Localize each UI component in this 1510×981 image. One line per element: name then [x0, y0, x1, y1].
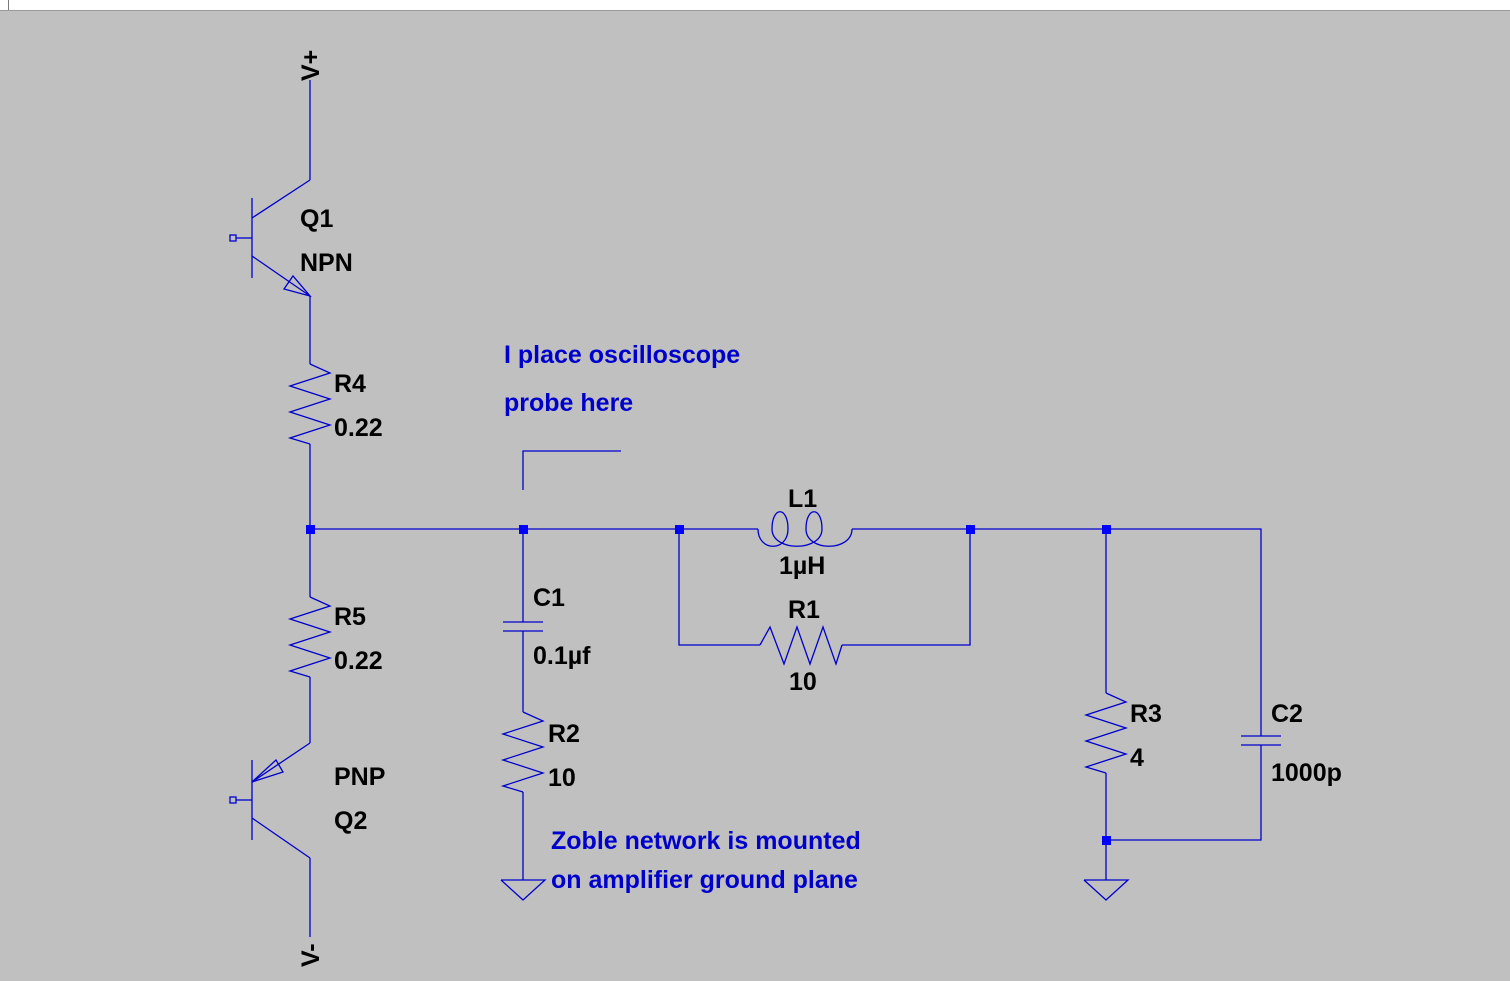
r3-resistor[interactable]	[1083, 529, 1129, 880]
load-bus-wire[interactable]	[970, 528, 1262, 736]
window-corner-mark	[8, 0, 9, 10]
l1-coil	[757, 511, 853, 547]
l1-inductor[interactable]	[757, 511, 970, 547]
probe-note-line1: I place oscilloscope	[504, 341, 740, 369]
r2-value-label: 10	[548, 764, 576, 792]
r3-zigzag	[1083, 692, 1129, 774]
q2-base-pin[interactable]	[229, 796, 237, 804]
c2-value-label: 1000p	[1271, 759, 1342, 787]
r5-resistor[interactable]	[287, 529, 333, 743]
r4-resistor[interactable]	[287, 296, 333, 529]
r4-ref-label: R4	[334, 370, 366, 398]
junction-load-top[interactable]	[1102, 525, 1111, 534]
r1-zigzag	[759, 625, 843, 667]
zobel-note-line2: on amplifier ground plane	[551, 866, 858, 894]
q2-pnp-transistor[interactable]	[229, 742, 311, 937]
q1-emitter-arrow	[282, 274, 312, 298]
r5-zigzag	[287, 596, 333, 678]
junction-l1-left[interactable]	[675, 525, 684, 534]
r2-resistor[interactable]	[500, 711, 546, 880]
c2-ref-label: C2	[1271, 700, 1303, 728]
junction-probe-node[interactable]	[519, 525, 528, 534]
c1-capacitor[interactable]	[503, 529, 543, 712]
r1-resistor[interactable]	[678, 529, 971, 667]
q2-emitter-arrow	[251, 758, 284, 783]
c1-ref-label: C1	[533, 584, 565, 612]
q2-type-label: PNP	[334, 763, 385, 791]
r2-ref-label: R2	[548, 720, 580, 748]
junction-output-node[interactable]	[306, 525, 315, 534]
window-top-edge	[0, 0, 1510, 11]
q1-emitter-lead	[251, 255, 311, 297]
r1-left-wire	[678, 529, 760, 646]
probe-note-line2: probe here	[504, 389, 633, 417]
c2-bottom-wire	[1106, 745, 1262, 841]
r3-value-label: 4	[1130, 744, 1144, 772]
r3-ref-label: R3	[1130, 700, 1162, 728]
probe-marker-line	[522, 450, 621, 490]
q2-ref-label: Q2	[334, 807, 367, 835]
q1-ref-label: Q1	[300, 205, 333, 233]
v-minus-label: V-	[297, 943, 325, 967]
q2-emitter-lead	[251, 742, 311, 783]
junction-l1-right[interactable]	[966, 525, 975, 534]
q1-base-pin[interactable]	[229, 234, 237, 242]
r5-value-label: 0.22	[334, 647, 383, 675]
c2-capacitor[interactable]	[1106, 735, 1281, 841]
r4-value-label: 0.22	[334, 414, 383, 442]
ground-symbol-zobel[interactable]	[500, 879, 547, 901]
q1-type-label: NPN	[300, 249, 353, 277]
r1-right-wire	[842, 529, 971, 646]
r5-ref-label: R5	[334, 603, 366, 631]
zobel-note-line1: Zoble network is mounted	[551, 827, 861, 855]
l1-ref-label: L1	[788, 485, 817, 513]
q2-collector-lead	[251, 817, 311, 859]
l1-value-label: 1µH	[779, 552, 825, 580]
ground-symbol-load[interactable]	[1083, 879, 1130, 901]
c1-value-label: 0.1µf	[533, 642, 591, 670]
r4-zigzag	[287, 363, 333, 445]
v-plus-label: V+	[297, 50, 325, 81]
q1-collector-lead	[251, 179, 311, 219]
r2-zigzag	[500, 711, 546, 793]
q1-npn-transistor[interactable]	[229, 80, 312, 298]
r1-ref-label: R1	[788, 596, 820, 624]
r1-value-label: 10	[789, 668, 817, 696]
junction-load-bottom[interactable]	[1102, 836, 1111, 845]
